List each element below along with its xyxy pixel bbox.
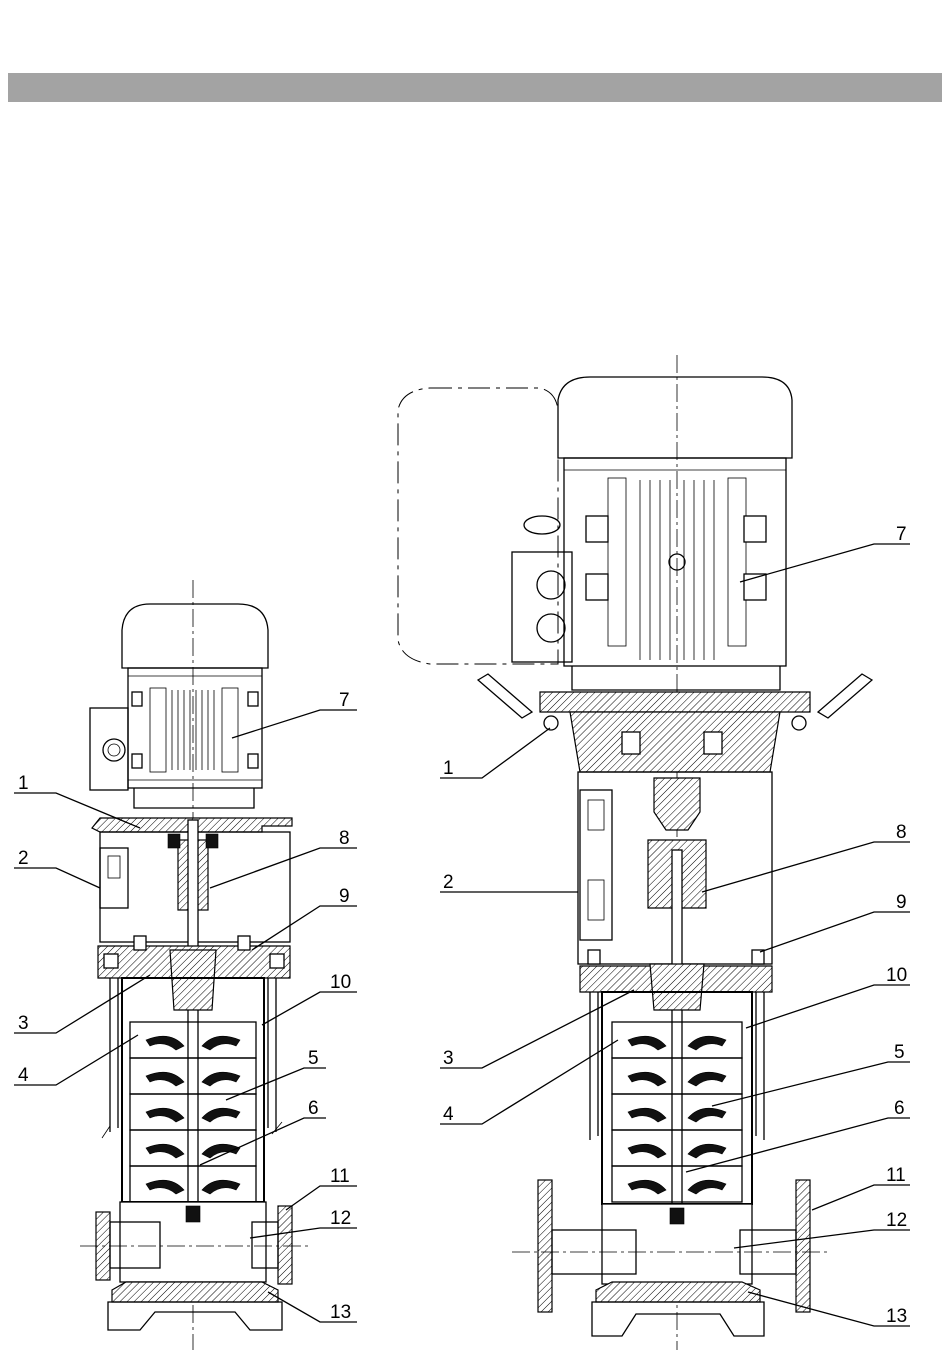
callout-small-2: 2 <box>18 848 29 869</box>
small-shaft <box>188 820 198 1220</box>
small-base-foot <box>108 1302 282 1330</box>
large-terminal-box <box>512 552 572 662</box>
large-lifting-handle-left <box>478 674 532 718</box>
large-motor-cap <box>558 377 792 458</box>
small-mech-seal <box>170 950 216 1010</box>
small-motor-body <box>128 668 262 788</box>
callout-small-12: 12 <box>330 1208 351 1229</box>
callout-large-9: 9 <box>896 892 907 913</box>
large-motor-flange <box>572 666 780 690</box>
callout-large-5: 5 <box>894 1042 905 1063</box>
large-inlet-flange <box>538 1180 552 1312</box>
large-motor-body <box>564 458 786 666</box>
large-outlet-flange <box>796 1180 810 1312</box>
large-mounting-plate <box>540 692 810 712</box>
callout-large-8: 8 <box>896 822 907 843</box>
callout-large-7: 7 <box>896 524 907 545</box>
small-motor-cap <box>122 604 268 668</box>
callout-small-4: 4 <box>18 1065 29 1086</box>
large-lantern-top <box>570 712 780 772</box>
large-coupling-upper <box>654 778 700 830</box>
callout-large-1: 1 <box>443 758 454 779</box>
large-base-plate <box>596 1282 760 1302</box>
large-mech-seal <box>650 964 704 1010</box>
callout-small-11: 11 <box>330 1166 350 1187</box>
callout-small-3: 3 <box>18 1013 29 1034</box>
callout-large-11: 11 <box>886 1165 906 1186</box>
small-base-plate <box>112 1282 278 1302</box>
callout-small-10: 10 <box>330 972 351 993</box>
callout-small-7: 7 <box>339 690 350 711</box>
large-base-foot <box>592 1302 764 1336</box>
callout-small-8: 8 <box>339 828 350 849</box>
large-terminal-cover-outline <box>398 388 558 664</box>
callout-large-4: 4 <box>443 1104 454 1125</box>
small-motor-flange <box>134 788 254 808</box>
callout-small-13: 13 <box>330 1302 351 1323</box>
callout-small-6: 6 <box>308 1098 319 1119</box>
callout-small-9: 9 <box>339 886 350 907</box>
callout-large-3: 3 <box>443 1048 454 1069</box>
callout-large-2: 2 <box>443 872 454 893</box>
large-pump-drawing <box>398 355 872 1350</box>
callout-small-1: 1 <box>18 773 29 794</box>
callout-large-6: 6 <box>894 1098 905 1119</box>
large-lifting-handle-right <box>818 674 872 718</box>
small-outlet-flange <box>278 1206 292 1284</box>
callout-large-10: 10 <box>886 965 907 986</box>
small-terminal-box <box>90 708 128 790</box>
callout-large-13: 13 <box>886 1306 907 1327</box>
large-shaft <box>672 850 682 1210</box>
callout-large-12: 12 <box>886 1210 907 1231</box>
callout-small-5: 5 <box>308 1048 319 1069</box>
